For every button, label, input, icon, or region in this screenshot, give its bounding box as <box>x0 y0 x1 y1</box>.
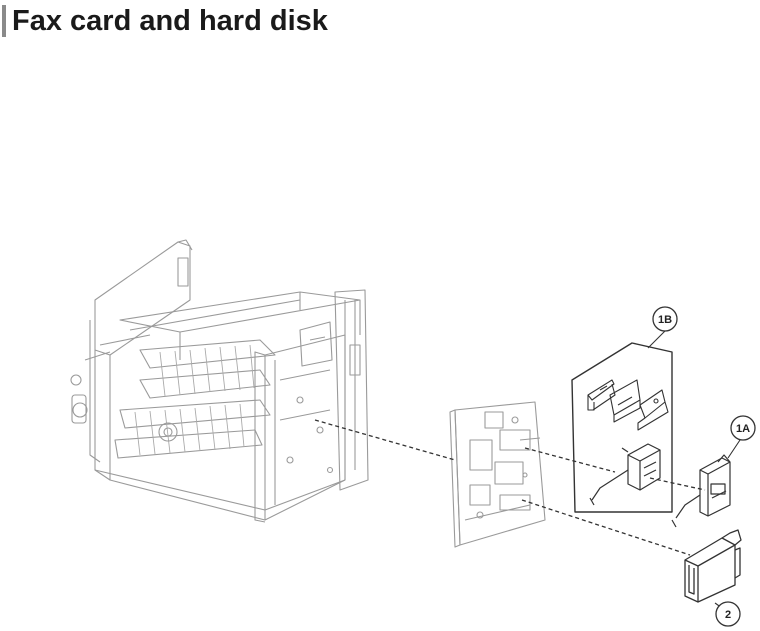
controller-board <box>449 401 546 548</box>
callout-1a: 1A <box>727 415 756 459</box>
printer-frame <box>70 239 369 523</box>
mounting-brackets <box>587 379 669 431</box>
page-title: Fax card and hard disk <box>12 4 328 37</box>
callout-1b: 1B <box>647 306 678 349</box>
page-title-bar: Fax card and hard disk <box>2 4 328 38</box>
title-accent-bar <box>2 5 6 37</box>
callout-2: 2 <box>714 601 741 627</box>
callout-2-label: 2 <box>725 609 731 621</box>
fax-card-kit-box <box>571 342 673 513</box>
hard-disk <box>684 529 742 603</box>
fax-card-1a <box>671 454 731 528</box>
callout-1a-label: 1A <box>736 423 750 435</box>
fax-card-module <box>589 443 661 506</box>
leader-lines <box>314 419 706 556</box>
callout-1b-label: 1B <box>658 314 672 326</box>
